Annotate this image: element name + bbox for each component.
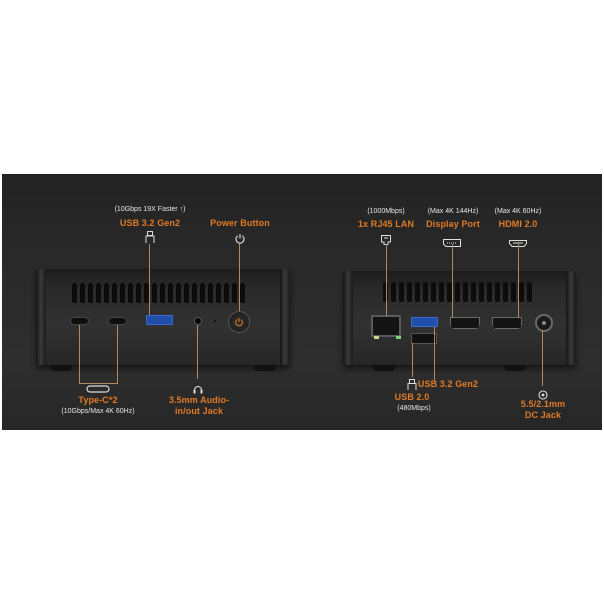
displayport-icon — [443, 234, 461, 252]
type-c-port-2 — [108, 317, 127, 325]
type-c-port-1 — [70, 317, 89, 325]
typec-leader-join — [79, 383, 118, 384]
typec-spec: (10Gbps/Max 4K 60Hz) — [61, 408, 135, 415]
lan-leader — [386, 244, 387, 316]
typec-leader-1 — [79, 325, 80, 383]
power-leader — [239, 244, 240, 311]
usb32-rear-leader — [434, 327, 435, 382]
usb20-spec: (480Mbps) — [397, 405, 431, 412]
audio-label-2: in/out Jack — [174, 406, 224, 416]
lan-spec: (1000Mbps) — [367, 208, 405, 215]
rj45-led-right — [396, 336, 401, 339]
usb20-port — [411, 333, 437, 344]
usb32-port — [146, 315, 173, 325]
audio-jack — [194, 317, 202, 325]
usb32-rear-port — [411, 317, 438, 327]
power-button — [228, 311, 250, 333]
headphones-icon — [193, 381, 203, 399]
usb32-leader — [149, 244, 150, 315]
power-label: Power Button — [210, 218, 270, 228]
dc-jack-icon — [538, 387, 548, 405]
hdmi-port — [492, 317, 522, 329]
hdmi-spec: (Max 4K 60Hz) — [494, 208, 542, 215]
hdmi-label: HDMI 2.0 — [498, 219, 538, 229]
dc-label-2: DC Jack — [524, 410, 562, 420]
typec-label: Type-C*2 — [78, 395, 118, 405]
audio-label-1: 3.5mm Audio- — [168, 395, 230, 405]
audio-leader — [197, 325, 198, 379]
usb20-leader — [412, 343, 413, 377]
usb32-rear-label: USB 3.2 Gen2 — [417, 379, 479, 389]
displayport-leader — [452, 244, 453, 318]
status-led — [214, 320, 216, 322]
rj45-port — [371, 315, 401, 337]
dc-leader — [542, 330, 543, 386]
typec-leader-2 — [117, 325, 118, 383]
vent-grille — [383, 282, 532, 302]
displayport-port — [450, 317, 480, 329]
displayport-label: Display Port — [426, 219, 480, 229]
dc-jack — [535, 314, 553, 332]
usb32-label: USB 3.2 Gen2 — [119, 218, 181, 228]
usb20-icon — [407, 377, 417, 395]
usb32-spec: (10Gbps 19X Faster ↑) — [114, 206, 186, 213]
vent-grille — [72, 283, 245, 303]
dc-label-1: 5.5/2.1mm — [520, 399, 566, 409]
ethernet-icon — [381, 232, 391, 250]
usb-icon — [145, 230, 155, 248]
type-c-icon — [86, 380, 110, 398]
displayport-spec: (Max 4K 144Hz) — [427, 208, 479, 215]
lan-label: 1x RJ45 LAN — [357, 219, 415, 229]
rj45-led-left — [374, 336, 379, 339]
hdmi-leader — [518, 243, 519, 318]
usb20-label: USB 2.0 — [394, 392, 430, 402]
power-icon — [235, 231, 246, 249]
